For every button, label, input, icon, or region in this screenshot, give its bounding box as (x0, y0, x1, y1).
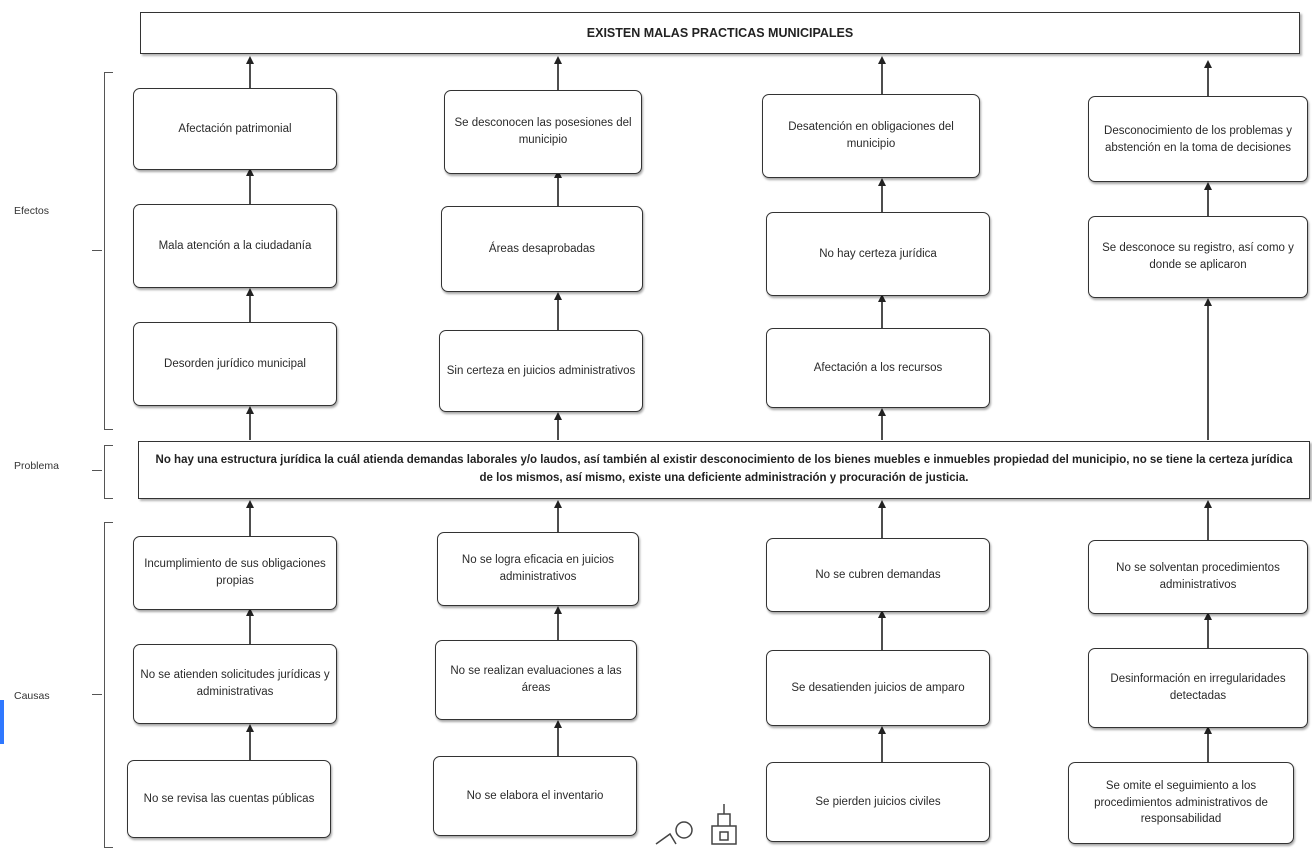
cause-text: No se atienden solicitudes jurídicas y a… (140, 669, 330, 698)
cause-box: No se logra eficacia en juicios administ… (437, 532, 639, 606)
cause-text: No se solventan procedimientos administr… (1116, 562, 1280, 591)
cause-text: Se desatienden juicios de amparo (791, 681, 965, 694)
effect-text: Se desconoce su registro, así como y don… (1102, 242, 1294, 271)
main-effect-text: EXISTEN MALAS PRACTICAS MUNICIPALES (586, 26, 854, 40)
effect-text: Mala atención a la ciudadanía (158, 239, 312, 252)
cause-text: Desinformación en irregularidades detect… (1110, 673, 1286, 702)
effect-box: Afectación a los recursos (766, 328, 990, 408)
effect-box: Se desconocen las posesiones del municip… (444, 90, 642, 174)
effect-text: Sin certeza en juicios administrativos (446, 364, 636, 377)
causes-label: Causas (14, 690, 50, 702)
causes-bracket (104, 522, 113, 848)
problem-bracket (104, 445, 113, 499)
effect-box: Desatención en obligaciones del municipi… (762, 94, 980, 178)
problem-bracket-tick (92, 470, 102, 472)
cause-box: No se cubren demandas (766, 538, 990, 612)
effect-text: Desorden jurídico municipal (164, 357, 306, 370)
effect-box: Afectación patrimonial (133, 88, 337, 170)
effect-text: Se desconocen las posesiones del municip… (454, 117, 632, 146)
cause-text: Incumplimiento de sus obligaciones propi… (144, 558, 326, 587)
effect-text: Afectación a los recursos (813, 361, 943, 374)
effects-bracket-tick (92, 250, 102, 252)
effect-text: No hay certeza jurídica (819, 247, 937, 260)
effect-box: No hay certeza jurídica (766, 212, 990, 296)
effect-text: Desatención en obligaciones del municipi… (788, 121, 954, 150)
effect-box: Se desconoce su registro, así como y don… (1088, 216, 1308, 298)
cause-text: No se logra eficacia en juicios administ… (461, 554, 615, 583)
causes-bracket-tick (92, 694, 102, 696)
cause-text: No se revisa las cuentas públicas (143, 792, 315, 805)
effect-box: Desconocimiento de los problemas y abste… (1088, 96, 1308, 182)
cause-text: No se realizan evaluaciones a las áreas (450, 665, 622, 694)
effect-box: Mala atención a la ciudadanía (133, 204, 337, 288)
effect-box: Sin certeza en juicios administrativos (439, 330, 643, 412)
cause-box: No se realizan evaluaciones a las áreas (435, 640, 637, 720)
stamp-sketch-icon (655, 804, 737, 845)
effect-text: Afectación patrimonial (178, 122, 292, 135)
main-effect-box: EXISTEN MALAS PRACTICAS MUNICIPALES (140, 12, 1300, 54)
cause-box: Desinformación en irregularidades detect… (1088, 648, 1308, 728)
cause-box: Se pierden juicios civiles (766, 762, 990, 842)
cause-box: No se solventan procedimientos administr… (1088, 540, 1308, 614)
cause-text: Se pierden juicios civiles (815, 795, 941, 808)
cause-text: No se cubren demandas (815, 568, 941, 581)
blue-margin-mark (0, 700, 4, 744)
effect-box: Áreas desaprobadas (441, 206, 643, 292)
central-problem-text: No hay una estructura jurídica la cuál a… (155, 454, 1293, 484)
cause-text: Se omite el seguimiento a los procedimie… (1094, 779, 1268, 826)
cause-text: No se elabora el inventario (466, 789, 604, 802)
cause-box: No se revisa las cuentas públicas (127, 760, 331, 838)
cause-box: Incumplimiento de sus obligaciones propi… (133, 536, 337, 610)
problem-label: Problema (14, 460, 59, 472)
central-problem-box: No hay una estructura jurídica la cuál a… (138, 441, 1310, 499)
effect-text: Desconocimiento de los problemas y abste… (1104, 125, 1292, 154)
effects-label: Efectos (14, 205, 50, 217)
effect-text: Áreas desaprobadas (488, 242, 596, 255)
cause-box: Se desatienden juicios de amparo (766, 650, 990, 726)
cause-box: Se omite el seguimiento a los procedimie… (1068, 762, 1294, 844)
cause-box: No se atienden solicitudes jurídicas y a… (133, 644, 337, 724)
cause-box: No se elabora el inventario (433, 756, 637, 836)
effects-bracket (104, 72, 113, 430)
effect-box: Desorden jurídico municipal (133, 322, 337, 406)
